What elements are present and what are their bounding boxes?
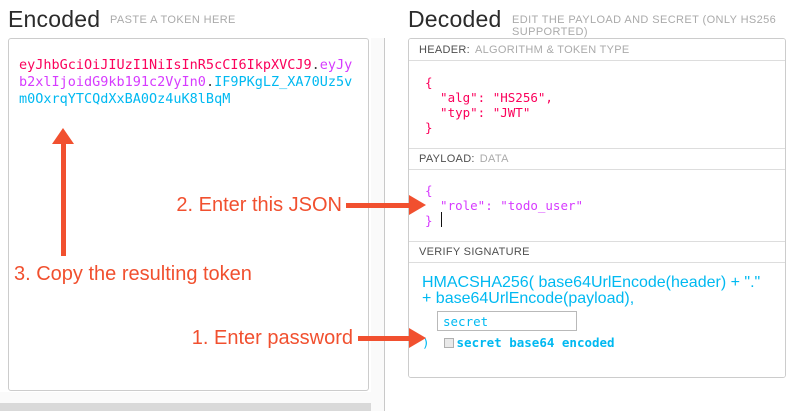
annotation-step2: 2. Enter this JSON <box>176 194 342 216</box>
column-divider-scrollbar[interactable] <box>371 38 385 411</box>
bottom-strip-dark <box>0 403 371 411</box>
arrow-right-shaft <box>346 203 410 208</box>
verify-section-label: VERIFY SIGNATURE <box>409 241 785 263</box>
header-label: HEADER: <box>419 43 470 56</box>
secret-options-row: ) secret base64 encoded <box>409 334 785 351</box>
hmac-code: HMACSHA256( base64UrlEncode(header) + ".… <box>409 263 785 331</box>
token-dot: . <box>205 74 215 90</box>
encoded-token-editor[interactable]: eyJhbGciOiJIUzI1NiIsInR5cCI6IkpXVCJ9.eyJ… <box>8 38 369 391</box>
annotation-step3: 3. Copy the resulting token <box>14 263 252 285</box>
header-json: { "alg": "HS256", "typ": "JWT" } <box>425 75 553 135</box>
header-json-editor: { "alg": "HS256", "typ": "JWT" } <box>409 61 785 148</box>
hmac-line2: base64UrlEncode(header) + "." + <box>422 274 761 307</box>
verify-label: VERIFY SIGNATURE <box>419 246 530 258</box>
secret-base64-checkbox[interactable] <box>443 337 454 348</box>
decoded-title: Decoded <box>408 6 502 32</box>
header-section-label: HEADER: ALGORITHM & TOKEN TYPE <box>409 39 785 61</box>
payload-section-label: PAYLOAD: DATA <box>409 148 785 170</box>
header-sublabel: ALGORITHM & TOKEN TYPE <box>475 43 630 56</box>
verify-signature-area: HMACSHA256( base64UrlEncode(header) + ".… <box>409 263 785 377</box>
jwt-token-text[interactable]: eyJhbGciOiJIUzI1NiIsInR5cCI6IkpXVCJ9.eyJ… <box>9 39 368 126</box>
hmac-line3: base64UrlEncode(payload), <box>435 290 635 307</box>
secret-input[interactable] <box>437 311 577 331</box>
decoded-subtitle: EDIT THE PAYLOAD AND SECRET (ONLY HS256 … <box>512 14 777 38</box>
arrow-up-shaft <box>61 143 66 256</box>
arrow-right-icon <box>409 195 426 215</box>
payload-json[interactable]: { "role": "todo_user" } <box>425 183 584 228</box>
hmac-line1: HMACSHA256( <box>422 274 535 291</box>
decoded-panel: HEADER: ALGORITHM & TOKEN TYPE { "alg": … <box>408 38 786 378</box>
encoded-subtitle: PASTE A TOKEN HERE <box>110 14 236 26</box>
token-header-part: eyJhbGciOiJIUzI1NiIsInR5cCI6IkpXVCJ9 <box>19 57 312 73</box>
token-payload-part: eyJyb2xlIjoidG9kb191c2VyIn0 <box>19 57 353 90</box>
payload-label: PAYLOAD: <box>419 153 475 165</box>
encoded-title: Encoded <box>8 6 101 32</box>
secret-base64-label[interactable]: secret base64 encoded <box>456 335 615 350</box>
arrow-right-icon <box>409 328 426 348</box>
arrow-right-shaft <box>358 336 410 341</box>
payload-sublabel: DATA <box>479 153 509 165</box>
token-dot: . <box>311 57 320 73</box>
bottom-strip-light <box>0 392 371 403</box>
annotation-step1: 1. Enter password <box>191 327 353 349</box>
token-signature-part: IF9PKgLZ_XA70Uz5vm0OxrqYTCQdXxBA0Oz4uK8l… <box>19 74 353 107</box>
text-cursor <box>441 212 442 227</box>
arrow-up-icon <box>52 128 74 144</box>
payload-json-editor[interactable]: { "role": "todo_user" } <box>409 170 785 241</box>
